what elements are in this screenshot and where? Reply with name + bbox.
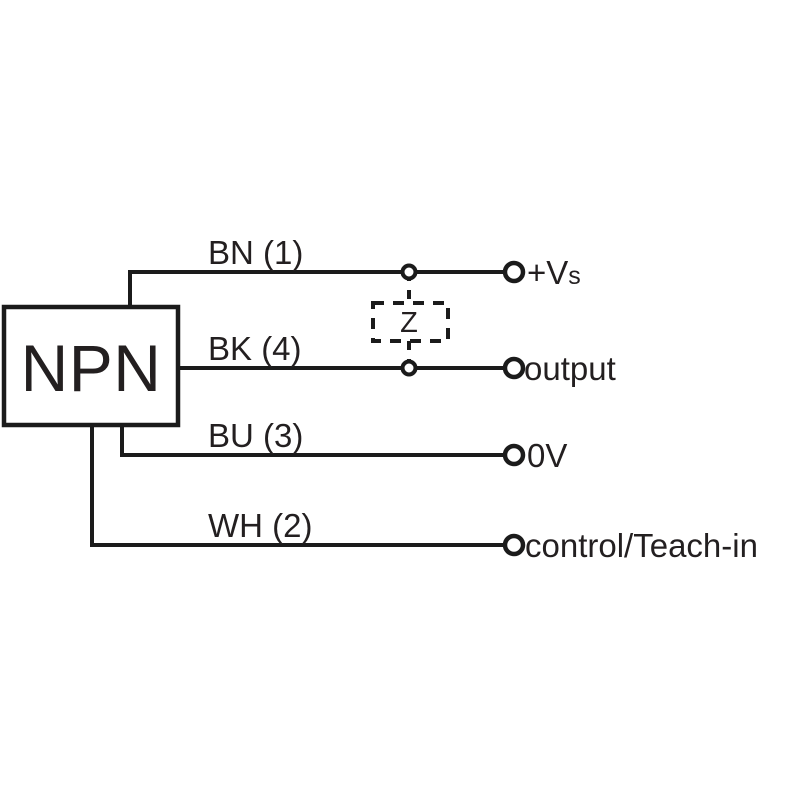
terminal-label-vs: +Vs — [527, 254, 581, 291]
terminal-circle-control[interactable] — [502, 533, 526, 557]
wire-label-bk: BK (4) — [208, 330, 302, 367]
wire-bu-path — [120, 423, 507, 457]
junction-dot-vs — [400, 263, 418, 281]
wire-wh-path — [90, 423, 507, 547]
terminal-circle-vs[interactable] — [502, 260, 526, 284]
wire-bn-path — [128, 270, 507, 309]
terminal-label-vs-main: +V — [527, 254, 568, 291]
terminal-label-0v: 0V — [527, 437, 567, 474]
junction-dot-output — [400, 359, 418, 377]
npn-device-box — [1, 304, 181, 428]
wire-label-wh: WH (2) — [208, 507, 312, 544]
terminal-circle-output[interactable] — [502, 356, 526, 380]
npn-device-label: NPN — [21, 331, 162, 405]
wire-label-bu: BU (3) — [208, 417, 303, 454]
protection-label-z: Z — [400, 307, 418, 339]
wire-label-bn: BN (1) — [208, 234, 303, 271]
terminal-label-vs-sub: s — [568, 262, 581, 290]
protection-dashed-box — [371, 301, 450, 343]
terminal-circle-0v[interactable] — [502, 443, 526, 467]
terminal-label-output: output — [524, 350, 616, 387]
terminal-label-control: control/Teach-in — [525, 527, 758, 564]
